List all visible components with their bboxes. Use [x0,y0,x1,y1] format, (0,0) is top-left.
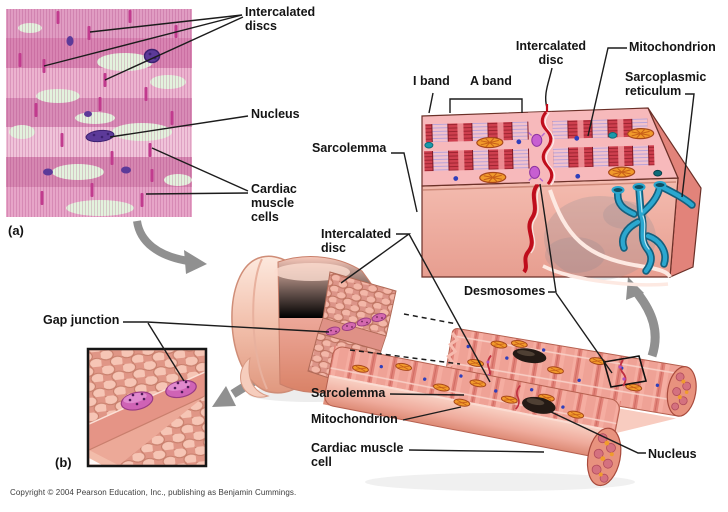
label-i-band: I band [413,74,450,88]
label-a-band: A band [470,74,512,88]
arrow-cell-to-b [212,386,236,407]
sarcomere-block [421,107,702,287]
panel-a-label: (a) [8,223,24,238]
label-cardiac-muscle-cell: Cardiac muscle cell [311,441,404,469]
myofibril-rows [424,111,663,186]
magnification-arrows [133,220,660,407]
label-cell-intercalated-disc: Intercalated disc [321,227,392,255]
label-block-intercalated-disc: Intercalated disc [515,39,587,67]
lower-fiber [323,345,622,487]
copyright-line: Copyright © 2004 Pearson Education, Inc.… [10,488,297,497]
upper-fiber-organelles [466,338,660,393]
gap-junctions-on-cell [325,313,387,336]
label-desmosomes: Desmosomes [464,284,546,298]
desmosome-structures [528,132,546,182]
arrow-a-to-cell [184,250,207,274]
label-block-sarcolemma: Sarcolemma [312,141,387,155]
cardiac-muscle-fibers [323,328,697,491]
leader-lines [43,14,695,454]
gap-junction-inset [86,347,208,468]
panel-b-label: (b) [55,455,72,470]
desmosome-callout-box [602,355,648,388]
label-sarcoplasmic-reticulum: Sarcoplasmic reticulum [625,70,707,98]
gap-junction-discs [120,379,197,411]
label-fiber-nucleus: Nucleus [648,447,697,461]
label-micrograph-nucleus: Nucleus [251,107,300,121]
sarcoplasmic-reticulum [611,181,696,275]
label-fiber-sarcolemma: Sarcolemma [311,386,386,400]
label-fiber-mitochondrion: Mitochondrion [311,412,398,426]
label-block-mitochondrion: Mitochondrion [629,40,716,54]
label-gap-junction: Gap junction [43,313,120,327]
label-intercalated-discs: Intercalated discs [245,5,316,33]
lower-fiber-organelles [351,361,585,420]
block-organelles [424,127,663,184]
micrograph-panel [6,9,192,217]
label-cardiac-muscle-cells: Cardiac muscle cells [251,182,297,224]
micrograph-nuclei [43,36,161,176]
